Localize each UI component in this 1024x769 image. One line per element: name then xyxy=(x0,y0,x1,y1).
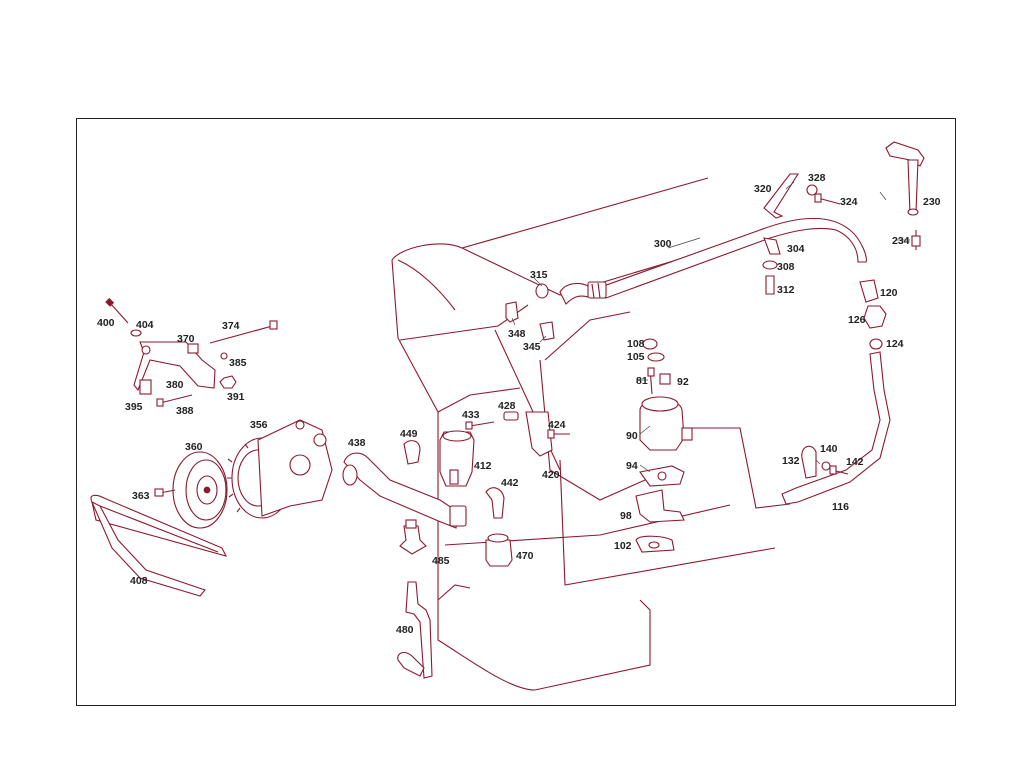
callout-388: 388 xyxy=(176,405,194,417)
callout-300: 300 xyxy=(654,238,672,250)
callout-374: 374 xyxy=(222,320,240,332)
callout-108: 108 xyxy=(627,338,645,350)
callout-356: 356 xyxy=(250,419,268,431)
callout-385: 385 xyxy=(229,357,247,369)
callout-433: 433 xyxy=(462,409,480,421)
callout-labels: 400 404 370 374 385 380 391 395 388 360 … xyxy=(97,172,941,636)
callout-428: 428 xyxy=(498,400,516,412)
callout-142: 142 xyxy=(846,456,864,468)
callout-126: 126 xyxy=(848,314,866,326)
callout-94: 94 xyxy=(626,460,638,472)
callout-81: 81 xyxy=(636,375,648,387)
callout-424: 424 xyxy=(548,419,566,431)
callout-380: 380 xyxy=(166,379,184,391)
callout-304: 304 xyxy=(787,243,805,255)
callout-140: 140 xyxy=(820,443,838,455)
leader-lines xyxy=(511,181,910,473)
callout-105: 105 xyxy=(627,351,645,363)
callout-360: 360 xyxy=(185,441,203,453)
vacuum-pipe xyxy=(559,217,867,305)
v-belt xyxy=(90,494,228,597)
bracket-assembly xyxy=(105,297,278,407)
callout-345: 345 xyxy=(523,341,541,353)
callout-485: 485 xyxy=(432,555,450,567)
callout-391: 391 xyxy=(227,391,245,403)
callout-90: 90 xyxy=(626,430,638,442)
callout-315: 315 xyxy=(530,269,548,281)
callout-308: 308 xyxy=(777,261,795,273)
callout-408: 408 xyxy=(130,575,148,587)
callout-132: 132 xyxy=(782,455,800,467)
pipe-fittings-right xyxy=(690,279,891,509)
callout-98: 98 xyxy=(620,510,632,522)
callout-420: 420 xyxy=(542,469,560,481)
callout-328: 328 xyxy=(808,172,826,184)
callout-312: 312 xyxy=(777,284,795,296)
callout-92: 92 xyxy=(677,376,689,388)
callout-449: 449 xyxy=(400,428,418,440)
callout-395: 395 xyxy=(125,401,143,413)
callout-363: 363 xyxy=(132,490,150,502)
pulley-and-pump xyxy=(154,419,333,529)
diagram-frame xyxy=(76,118,956,706)
callout-120: 120 xyxy=(880,287,898,299)
callout-348: 348 xyxy=(508,328,526,340)
callout-370: 370 xyxy=(177,333,195,345)
callout-230: 230 xyxy=(923,196,941,208)
callout-442: 442 xyxy=(501,477,519,489)
callout-124: 124 xyxy=(886,338,904,350)
callout-400: 400 xyxy=(97,317,115,329)
pipe-clamp xyxy=(801,445,849,479)
callout-480: 480 xyxy=(396,624,414,636)
callout-234: 234 xyxy=(892,235,910,247)
engine-block-outline xyxy=(391,177,776,691)
callout-116: 116 xyxy=(832,501,849,513)
callout-320: 320 xyxy=(754,183,772,195)
callout-438: 438 xyxy=(348,437,366,449)
mounting-bracket-top xyxy=(763,173,841,219)
vacuum-hose-assembly xyxy=(342,411,570,679)
callout-102: 102 xyxy=(614,540,632,552)
callout-470: 470 xyxy=(516,550,534,562)
callout-412: 412 xyxy=(474,460,492,472)
callout-404: 404 xyxy=(136,319,154,331)
callout-324: 324 xyxy=(840,196,858,208)
small-fittings xyxy=(505,283,555,341)
dipstick-tube xyxy=(885,141,925,250)
valve-assembly xyxy=(635,338,693,553)
